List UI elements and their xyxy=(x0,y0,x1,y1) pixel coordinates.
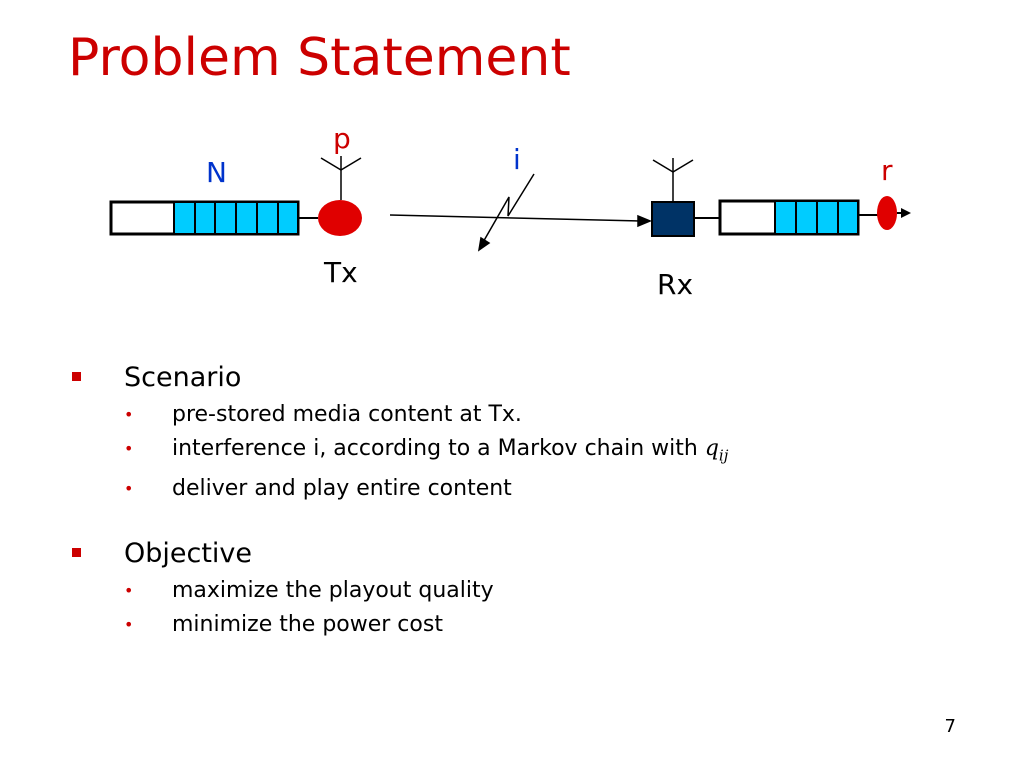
system-diagram xyxy=(109,156,911,252)
section-objective: Objective xyxy=(72,534,972,574)
label-r: r xyxy=(881,154,893,187)
page-number: 7 xyxy=(944,716,956,737)
interference-arrow xyxy=(477,173,535,252)
rx-antenna-icon xyxy=(652,158,694,202)
list-item: • deliver and play entire content xyxy=(72,472,972,506)
label-i: i xyxy=(513,143,521,176)
dot-bullet-icon: • xyxy=(124,581,134,601)
list-item: • maximize the playout quality xyxy=(72,574,972,608)
list-item-text: interference i, according to a Markov ch… xyxy=(172,436,705,461)
tx-antenna-icon xyxy=(320,156,362,200)
tx-node xyxy=(318,200,362,236)
square-bullet-icon xyxy=(72,548,81,558)
list-item: • minimize the power cost xyxy=(72,608,972,642)
square-bullet-icon xyxy=(72,372,81,381)
math-subscript: ij xyxy=(718,446,729,465)
channel-arrow xyxy=(389,214,652,228)
section-heading: Scenario xyxy=(124,362,242,393)
section-heading: Objective xyxy=(124,538,253,570)
label-n: N xyxy=(206,156,227,189)
list-item-text: pre-stored media content at Tx. xyxy=(172,402,522,427)
list-item: • pre-stored media content at Tx. xyxy=(72,398,972,432)
playout-node xyxy=(877,196,897,230)
rx-node xyxy=(651,201,695,237)
math-q: q xyxy=(704,436,719,461)
section-scenario: Scenario xyxy=(72,358,972,398)
label-tx: Tx xyxy=(324,256,358,289)
tx-buffer xyxy=(109,200,318,236)
list-item-text: maximize the playout quality xyxy=(172,578,494,604)
label-p: p xyxy=(333,122,351,155)
slide-title: Problem Statement xyxy=(68,28,571,88)
dot-bullet-icon: • xyxy=(124,615,134,635)
list-item: • interference i, according to a Markov … xyxy=(72,432,972,472)
list-item-text: deliver and play entire content xyxy=(172,476,512,502)
list-item-text: minimize the power cost xyxy=(172,612,443,638)
dot-bullet-icon: • xyxy=(124,439,134,458)
label-rx: Rx xyxy=(657,268,694,301)
dot-bullet-icon: • xyxy=(124,405,134,424)
playout-arrow xyxy=(897,208,911,218)
slide-content: Scenario • pre-stored media content at T… xyxy=(72,358,972,642)
dot-bullet-icon: • xyxy=(124,479,134,499)
rx-buffer xyxy=(718,199,860,236)
